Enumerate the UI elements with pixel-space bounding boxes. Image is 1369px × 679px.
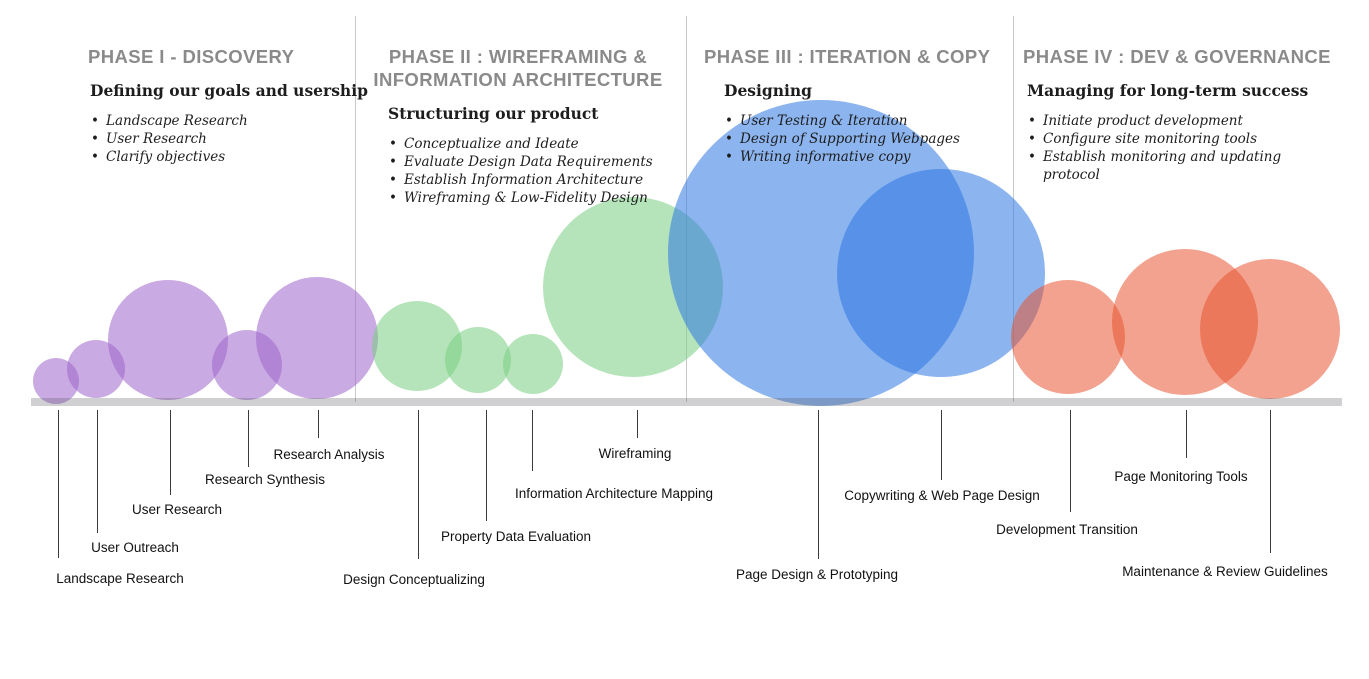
- phase-bullet-item: Writing informative copy: [724, 148, 999, 166]
- milestone-tick-line: [637, 410, 638, 438]
- milestone-tick-line: [170, 410, 171, 495]
- milestone-tick-line: [532, 410, 533, 471]
- timeline-bubble-purple: [256, 277, 378, 399]
- milestone-label: Information Architecture Mapping: [514, 486, 714, 501]
- phase-subtitle: Managing for long-term success: [1027, 81, 1309, 100]
- milestone-label: Property Data Evaluation: [440, 529, 592, 544]
- milestone-label: Development Transition: [996, 522, 1138, 537]
- phase-bullet-item: Evaluate Design Data Requirements: [388, 153, 668, 171]
- phase-bullet-item: Establish monitoring and updating protoc…: [1027, 148, 1288, 184]
- phase-bullet-list: Conceptualize and IdeateEvaluate Design …: [388, 135, 668, 207]
- timeline-bubble-green: [503, 334, 563, 394]
- timeline-bubble-purple: [108, 280, 228, 400]
- milestone-label: Page Design & Prototyping: [735, 567, 899, 582]
- milestone-tick-line: [1186, 410, 1187, 458]
- phase-bullet-item: Conceptualize and Ideate: [388, 135, 668, 153]
- milestone-tick-line: [486, 410, 487, 521]
- milestone-label: Copywriting & Web Page Design: [844, 488, 1040, 503]
- phase-block: PHASE IV : DEV & GOVERNANCE Managing for …: [1023, 45, 1331, 184]
- phase-block: PHASE III : ITERATION & COPY DesigningUse…: [704, 45, 999, 166]
- milestone-label: User Outreach: [91, 540, 179, 555]
- milestone-tick-line: [818, 410, 819, 559]
- phase-bullet-item: User Testing & Iteration: [724, 112, 999, 130]
- milestone-label: Wireframing: [598, 446, 672, 461]
- phase-bullet-list: Initiate product developmentConfigure si…: [1027, 112, 1288, 184]
- milestone-tick-line: [941, 410, 942, 480]
- milestone-tick-line: [248, 410, 249, 467]
- phase-bullet-item: Initiate product development: [1027, 112, 1288, 130]
- milestone-tick-line: [318, 410, 319, 438]
- milestone-tick-line: [418, 410, 419, 559]
- milestone-label: User Research: [131, 502, 223, 517]
- phase-bullet-item: User Research: [90, 130, 350, 148]
- milestone-label: Landscape Research: [56, 571, 184, 586]
- phase-title: PHASE IV : DEV & GOVERNANCE: [1023, 46, 1331, 67]
- phase-bullet-item: Wireframing & Low-Fidelity Design: [388, 189, 668, 207]
- phase-bullet-list: User Testing & IterationDesign of Suppor…: [724, 112, 999, 166]
- phase-block: PHASE I - DISCOVERY Defining our goals an…: [88, 45, 368, 166]
- timeline-bubble-blue: [837, 169, 1045, 377]
- phase-bullet-item: Establish Information Architecture: [388, 171, 668, 189]
- timeline-baseline: [31, 398, 1342, 406]
- milestone-label: Maintenance & Review Guidelines: [1122, 564, 1328, 579]
- phase-bullet-item: Clarify objectives: [90, 148, 350, 166]
- milestone-label: Research Synthesis: [204, 472, 326, 487]
- phase-bullet-item: Design of Supporting Webpages: [724, 130, 999, 148]
- phase-subtitle: Structuring our product: [388, 104, 599, 123]
- phase-bullet-item: Configure site monitoring tools: [1027, 130, 1288, 148]
- milestone-tick-line: [58, 410, 59, 558]
- phase-title: PHASE II : WIREFRAMING & INFORMATION ARC…: [373, 46, 663, 90]
- timeline-bubble-red: [1200, 259, 1340, 399]
- milestone-label: Design Conceptualizing: [343, 572, 485, 587]
- phase-block: PHASE II : WIREFRAMING & INFORMATION ARC…: [368, 45, 668, 207]
- milestone-label: Page Monitoring Tools: [1114, 469, 1248, 484]
- phase-title: PHASE I - DISCOVERY: [88, 46, 295, 67]
- phase-bullet-item: Landscape Research: [90, 112, 350, 130]
- milestone-label: Research Analysis: [273, 447, 385, 462]
- phase-subtitle: Defining our goals and usership: [90, 81, 368, 100]
- timeline-bubble-red: [1011, 280, 1125, 394]
- milestone-tick-line: [1270, 410, 1271, 553]
- milestone-tick-line: [97, 410, 98, 533]
- phase-title: PHASE III : ITERATION & COPY: [704, 46, 991, 67]
- milestone-tick-line: [1070, 410, 1071, 512]
- timeline-bubble-green: [445, 327, 511, 393]
- phase-divider-line: [355, 16, 356, 402]
- phase-subtitle: Designing: [724, 81, 813, 100]
